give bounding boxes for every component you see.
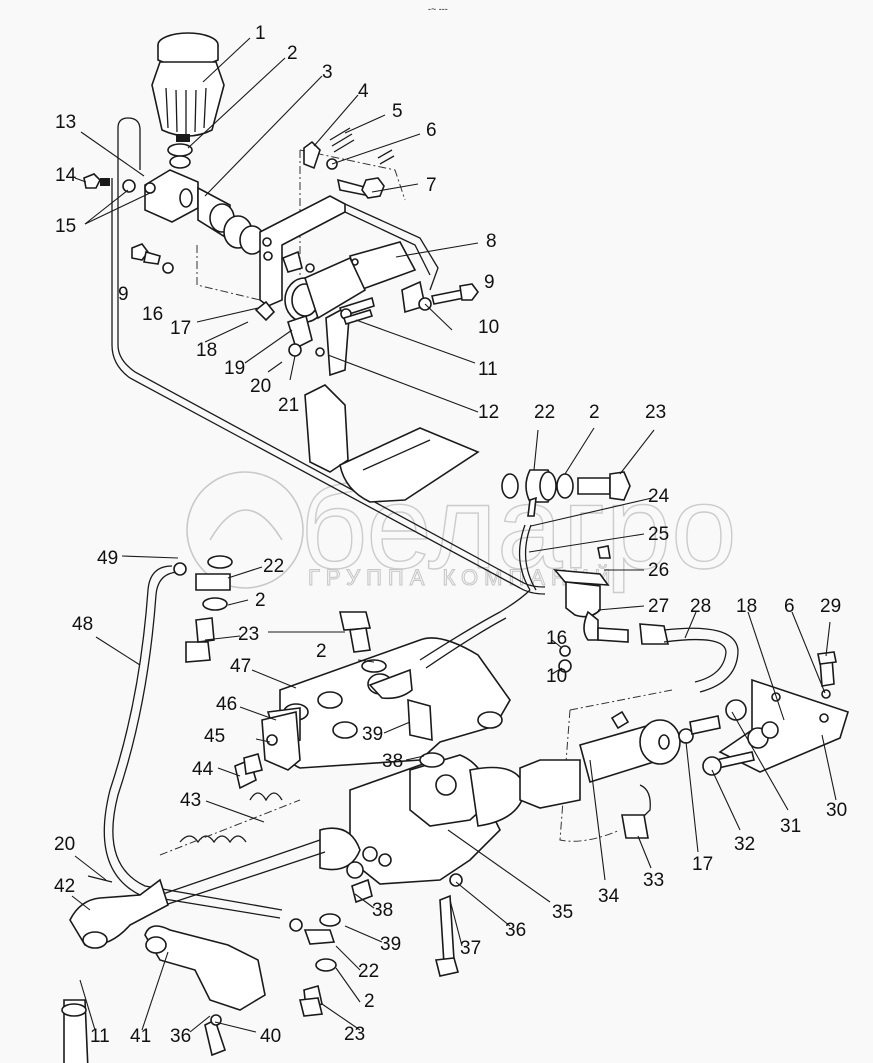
spring-43 (159, 792, 301, 856)
callout-4: 4 (358, 81, 369, 102)
callout-48: 48 (72, 614, 93, 635)
callout-26: 26 (648, 560, 669, 581)
callout-18-lower: 18 (736, 596, 757, 617)
corner-mark: -~ --- (428, 4, 448, 14)
callout-8: 8 (486, 231, 497, 252)
callout-19: 19 (224, 358, 245, 379)
callout-39-lower: 39 (380, 934, 401, 955)
pin-11 (342, 309, 374, 325)
callout-10-lower: 10 (546, 666, 567, 687)
callout-22-upper: 22 (534, 402, 555, 423)
callout-2-mid: 2 (255, 590, 266, 611)
callout-1: 1 (255, 23, 266, 44)
leader-lines (71, 37, 837, 1033)
callout-labels: 1 2 3 4 5 6 7 8 9 10 11 12 13 14 15 9 16… (54, 23, 847, 1047)
callout-38-upper: 38 (382, 751, 403, 772)
callout-43: 43 (180, 790, 201, 811)
callout-31: 31 (780, 816, 801, 837)
callout-45: 45 (204, 726, 225, 747)
callout-21: 21 (278, 395, 299, 416)
callout-39-upper: 39 (362, 724, 383, 745)
callout-2-center: 2 (316, 641, 327, 662)
reservoir-part-1 (151, 32, 225, 169)
callout-20-upper: 20 (250, 376, 271, 397)
washer-16 (162, 262, 174, 274)
booster-assembly (159, 637, 694, 977)
bolt-7 (336, 177, 385, 199)
callout-40: 40 (260, 1026, 281, 1047)
callout-44: 44 (192, 759, 214, 780)
callout-23-upper: 23 (645, 402, 666, 423)
callout-12: 12 (478, 402, 499, 423)
callout-34: 34 (598, 886, 620, 907)
callout-17-upper: 17 (170, 318, 191, 339)
callout-2: 2 (287, 43, 298, 64)
callout-3: 3 (322, 62, 333, 83)
lower-left-assembly (61, 555, 531, 1063)
callout-24: 24 (648, 486, 670, 507)
callout-18-upper: 18 (196, 340, 217, 361)
callout-25: 25 (648, 524, 669, 545)
callout-2-upper-right: 2 (589, 402, 600, 423)
watermark-logo-outer (186, 471, 304, 589)
callout-16-lower: 16 (546, 628, 567, 649)
bolt-9-left (131, 243, 161, 265)
callout-33: 33 (643, 870, 664, 891)
callout-42: 42 (54, 876, 75, 897)
callout-13: 13 (55, 112, 76, 133)
callout-7: 7 (426, 175, 437, 196)
spring-5 (329, 127, 395, 165)
callout-15: 15 (55, 216, 76, 237)
callout-22-mid: 22 (263, 556, 284, 577)
slave-bracket (689, 651, 849, 776)
upper-fittings (501, 469, 739, 842)
callout-16-upper: 16 (142, 304, 163, 325)
callout-9-left: 9 (118, 284, 129, 305)
callout-37: 37 (460, 938, 481, 959)
callout-23-mid: 23 (238, 624, 259, 645)
callout-11: 11 (478, 359, 498, 380)
callout-6-lower: 6 (784, 596, 795, 617)
callout-10: 10 (478, 317, 499, 338)
callout-32: 32 (734, 834, 755, 855)
callout-49: 49 (97, 548, 118, 569)
callout-35: 35 (552, 902, 573, 923)
callout-17-lower: 17 (692, 854, 713, 875)
callout-22-lower: 22 (358, 961, 379, 982)
callout-46: 46 (216, 694, 237, 715)
callout-11-lower: 11 (90, 1026, 110, 1047)
master-cylinder-part-3 (83, 169, 265, 255)
callout-28: 28 (690, 596, 711, 617)
callout-47: 47 (230, 656, 251, 677)
callout-23-lower: 23 (344, 1024, 365, 1045)
callout-9: 9 (484, 272, 495, 293)
callout-20-lower: 20 (54, 834, 75, 855)
plate-4 (303, 140, 321, 170)
callout-2-lower: 2 (364, 991, 375, 1012)
callout-14: 14 (55, 165, 77, 186)
callout-5: 5 (392, 101, 403, 122)
callout-6: 6 (426, 120, 437, 141)
bolt-9-right (431, 283, 479, 305)
pedal-bracket (131, 127, 480, 503)
pipe-main (111, 117, 546, 595)
callout-30: 30 (826, 800, 847, 821)
callout-38-lower: 38 (372, 900, 393, 921)
callout-27: 27 (648, 596, 669, 617)
callout-41: 41 (130, 1026, 151, 1047)
watermark-logo-arc (209, 509, 283, 541)
callout-29: 29 (820, 596, 841, 617)
callout-36-lower: 36 (170, 1026, 191, 1047)
callout-36-right: 36 (505, 920, 526, 941)
